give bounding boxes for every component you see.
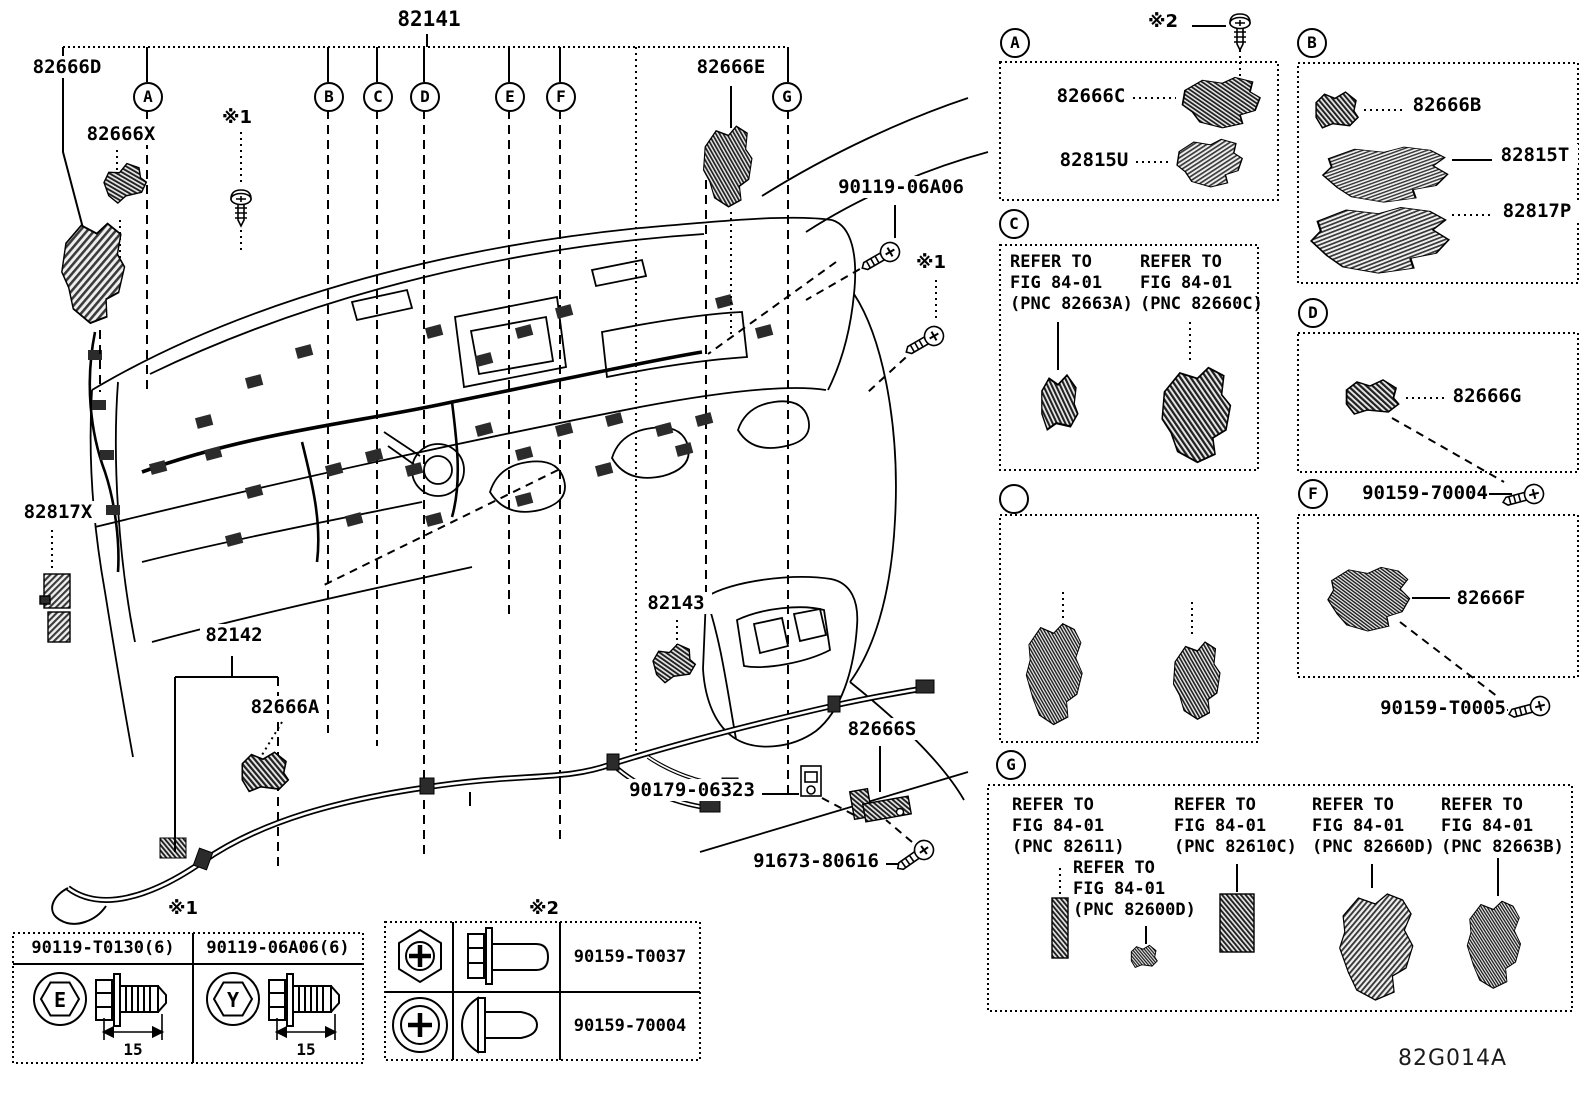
refer-note-pnc82610c: REFER TO FIG 84-01 (PNC 82610C) [1174,795,1297,858]
callout-a: A [133,82,163,112]
table1-col1-part: 90119-T0130(6) [31,938,175,958]
panel-b-letter: B [1297,28,1327,58]
part-pnc82610c-drawing [1219,893,1255,953]
table2-row2-part: 90159-70004 [573,1016,687,1036]
panel-leaders [1057,25,1526,944]
refer-line: FIG 84-01 [1012,816,1105,836]
note-mark-2: ※2 [1148,11,1179,32]
callout-g: G [772,82,802,112]
refer-line: (PNC 82610C) [1174,837,1297,857]
panel-d-box [1297,332,1579,473]
note-mark-1: ※1 [916,252,947,273]
part-90179-clip-drawing [800,765,822,797]
fastener-table-borders [12,921,701,1064]
panel-c-box [999,244,1259,471]
part-label-90119-06a06: 90119-06A06 [831,176,971,198]
refer-line: REFER TO [1441,795,1523,815]
refer-line: REFER TO [1140,252,1222,272]
panel-e-letter [999,484,1029,514]
part-82817x-drawing [39,573,71,643]
part-82666s-drawing [848,787,913,823]
refer-line: FIG 84-01 [1010,273,1103,293]
panel-g-letter: G [996,750,1026,780]
callout-b: B [314,82,344,112]
part-label-90179-06323: 90179-06323 [622,779,762,801]
refer-line: (PNC 82663B) [1441,837,1564,857]
refer-line: REFER TO [1010,252,1092,272]
panel-parts [1025,13,1553,1001]
refer-line: FIG 84-01 [1140,273,1233,293]
bolt-length-dim: 15 [296,1040,316,1059]
bolt-head-letter: Y [227,988,239,1012]
part-pnc82611-drawing [1051,897,1069,959]
refer-line: REFER TO [1012,795,1094,815]
panel-c-letter: C [999,209,1029,239]
part-label-82666c: 82666C [1050,85,1132,107]
note-mark-1: ※1 [222,107,253,128]
part-label-82666f: 82666F [1450,587,1532,609]
refer-line: FIG 84-01 [1441,816,1534,836]
table2-row1-part: 90159-T0037 [573,947,687,967]
table2-note-mark: ※2 [529,898,560,919]
refer-line: FIG 84-01 [1174,816,1267,836]
panel-boxes [987,61,1579,1012]
refer-line: REFER TO [1073,858,1155,878]
part-label-82815u: 82815U [1053,149,1135,171]
refer-line: FIG 84-01 [1073,879,1166,899]
part-label-82817x: 82817X [18,501,98,523]
bolt-icons [33,927,550,1054]
bolt-length-dim: 15 [123,1040,143,1059]
panel-f-box [1297,514,1579,678]
figure-code: 82G014A [1398,1046,1508,1071]
panel-a-letter: A [1000,28,1030,58]
part-label-82141: 82141 [392,8,466,30]
part-label-82666s: 82666S [844,718,920,740]
refer-line: (PNC 82660C) [1140,294,1263,314]
refer-note-pnc82660c: REFER TO FIG 84-01 (PNC 82660C) [1140,252,1263,315]
callout-e: E [495,82,525,112]
panel-a-box [999,61,1279,201]
part-label-82666a: 82666A [247,696,323,718]
top-bracket [63,34,789,860]
part-label-82666e: 82666E [692,56,770,78]
part-label-82666d: 82666D [28,56,106,78]
part-label-82666g: 82666G [1446,385,1528,407]
refer-line: FIG 84-01 [1312,816,1405,836]
connector-blocks [88,294,774,547]
callout-c: C [363,82,393,112]
panel-e-box [999,514,1259,743]
refer-line: (PNC 82663A) [1010,294,1133,314]
part-label-82143: 82143 [640,592,712,614]
callout-f: F [546,82,576,112]
refer-line: (PNC 82660D) [1312,837,1435,857]
part-label-82817p: 82817P [1494,200,1580,222]
part-label-91673-80616: 91673-80616 [746,850,886,872]
part-label-90159-70004: 90159-70004 [1361,482,1489,504]
panel-g-box [987,784,1573,1012]
part-label-82142: 82142 [200,624,268,646]
refer-note-pnc82660d: REFER TO FIG 84-01 (PNC 82660D) [1312,795,1435,858]
refer-note-pnc82611: REFER TO FIG 84-01 (PNC 82611) [1012,795,1125,858]
refer-line: REFER TO [1312,795,1394,815]
table1-note-mark: ※1 [168,898,199,919]
part-label-90159-t0005: 90159-T0005 [1379,697,1507,719]
bolt-head-letter: E [54,988,66,1012]
refer-line: REFER TO [1174,795,1256,815]
part-label-82815t: 82815T [1492,144,1578,166]
part-label-82666b: 82666B [1406,94,1488,116]
panel-b-box [1297,62,1579,284]
panel-f-letter: F [1298,479,1328,509]
refer-note-pnc82663a: REFER TO FIG 84-01 (PNC 82663A) [1010,252,1133,315]
refer-line: (PNC 82611) [1012,837,1125,857]
main-view-parts [39,125,948,878]
refer-line: (PNC 82600D) [1073,900,1196,920]
part-label-82666x: 82666X [82,123,160,145]
callout-d: D [410,82,440,112]
refer-note-pnc82663b: REFER TO FIG 84-01 (PNC 82663B) [1441,795,1564,858]
table1-col2-part: 90119-06A06(6) [206,938,350,958]
refer-note-pnc82600d: REFER TO FIG 84-01 (PNC 82600D) [1073,858,1196,921]
panel-d-letter: D [1298,298,1328,328]
